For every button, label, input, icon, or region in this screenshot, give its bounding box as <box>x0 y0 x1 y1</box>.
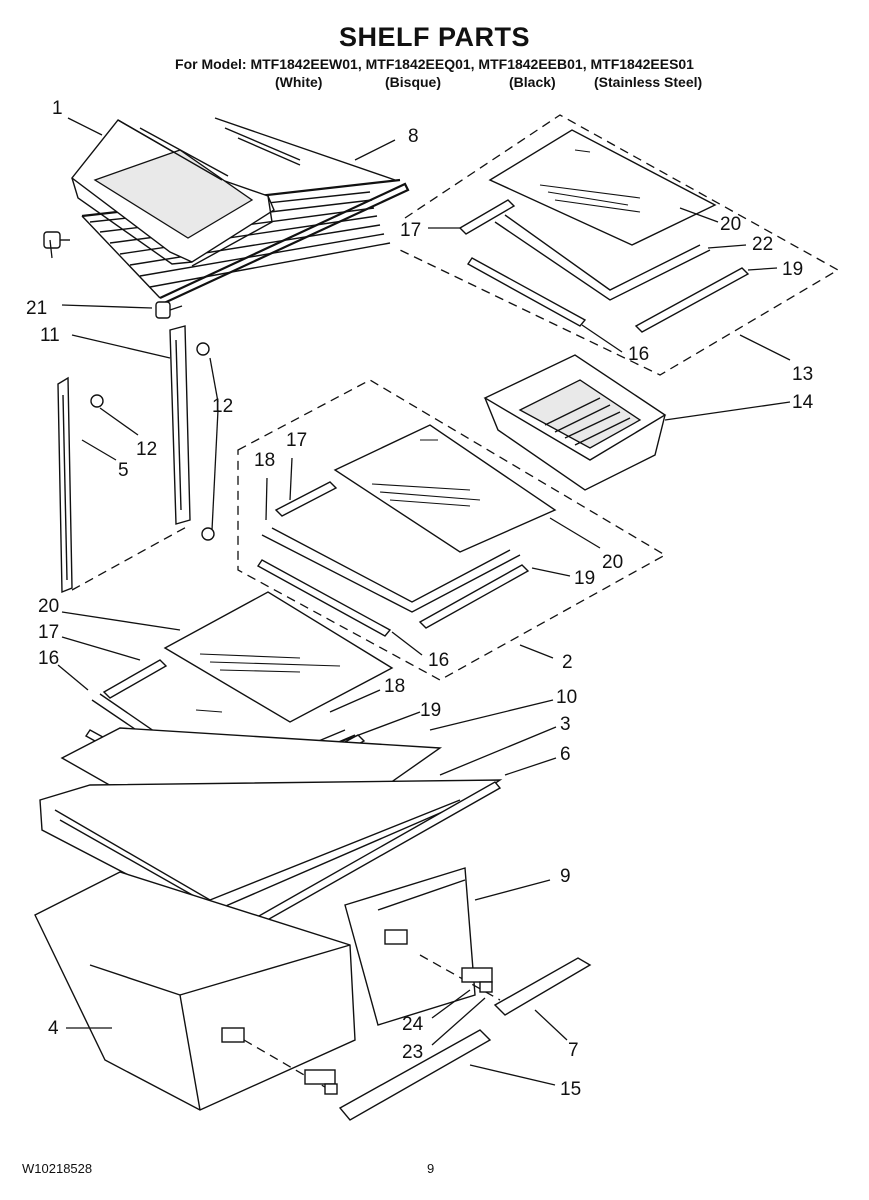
upper-shelf-assembly-part-13 <box>399 114 840 376</box>
rail-part-7 <box>493 957 592 1016</box>
deli-drawer-part-1 <box>71 119 275 267</box>
crisper-cover-part-3 <box>39 779 503 932</box>
variant-stainless-steel: (Stainless Steel) <box>594 74 703 90</box>
callout-24: 24 <box>402 1014 424 1035</box>
variant-white: (White) <box>275 74 323 90</box>
page-title: SHELF PARTS <box>338 22 530 52</box>
bracket-part-24 <box>461 967 493 993</box>
callout-16: 16 <box>38 648 59 669</box>
callout-numbers: 1 8 17 20 22 19 21 16 11 13 14 12 12 5 1… <box>26 98 814 1100</box>
callout-6: 6 <box>560 744 571 765</box>
callout-13: 13 <box>792 364 813 385</box>
callout-8: 8 <box>408 126 419 147</box>
callout-2: 2 <box>562 652 573 673</box>
callout-3: 3 <box>560 714 571 735</box>
callout-16: 16 <box>428 650 449 671</box>
callout-18: 18 <box>254 450 275 471</box>
callout-23: 23 <box>402 1042 423 1063</box>
callout-18: 18 <box>384 676 405 697</box>
callout-21: 21 <box>26 298 47 319</box>
variant-bisque: (Bisque) <box>385 74 441 90</box>
callout-14: 14 <box>792 392 814 413</box>
callout-15: 15 <box>560 1079 581 1100</box>
callout-20: 20 <box>602 552 623 573</box>
shelf-ladder-part-11 <box>169 325 191 525</box>
model-list: For Model: MTF1842EEW01, MTF1842EEQ01, M… <box>175 56 694 72</box>
screw-part-12 <box>90 342 215 541</box>
callout-19: 19 <box>574 568 595 589</box>
callout-17: 17 <box>38 622 59 643</box>
rail-part-15 <box>338 1029 492 1121</box>
callout-17: 17 <box>400 220 421 241</box>
variant-black: (Black) <box>509 74 556 90</box>
callout-4: 4 <box>48 1018 59 1039</box>
callout-1: 1 <box>52 98 63 119</box>
leader-lines <box>49 117 791 1086</box>
document-number: W10218528 <box>22 1161 93 1176</box>
crisper-pan-part-4 <box>34 871 356 1111</box>
callout-16: 16 <box>628 344 649 365</box>
callout-22: 22 <box>752 234 773 255</box>
callout-7: 7 <box>568 1040 579 1061</box>
middle-shelf-assembly-part-2 <box>237 379 667 681</box>
callout-20: 20 <box>38 596 59 617</box>
callout-19: 19 <box>782 259 803 280</box>
callout-17: 17 <box>286 430 307 451</box>
crisper-pan-part-14 <box>483 354 667 491</box>
callout-12: 12 <box>136 439 157 460</box>
shelf-ladder-part-5 <box>57 376 191 594</box>
page-number: 9 <box>427 1161 435 1176</box>
callout-5: 5 <box>118 460 129 481</box>
callout-9: 9 <box>560 866 571 887</box>
callout-11: 11 <box>40 325 60 346</box>
callout-10: 10 <box>556 687 577 708</box>
callout-19: 19 <box>420 700 441 721</box>
callout-20: 20 <box>720 214 741 235</box>
crisper-pan-part-9 <box>344 867 501 1026</box>
shelf-support-part-21 <box>43 231 183 319</box>
callout-12: 12 <box>212 396 233 417</box>
bracket-part-23 <box>304 1069 338 1095</box>
